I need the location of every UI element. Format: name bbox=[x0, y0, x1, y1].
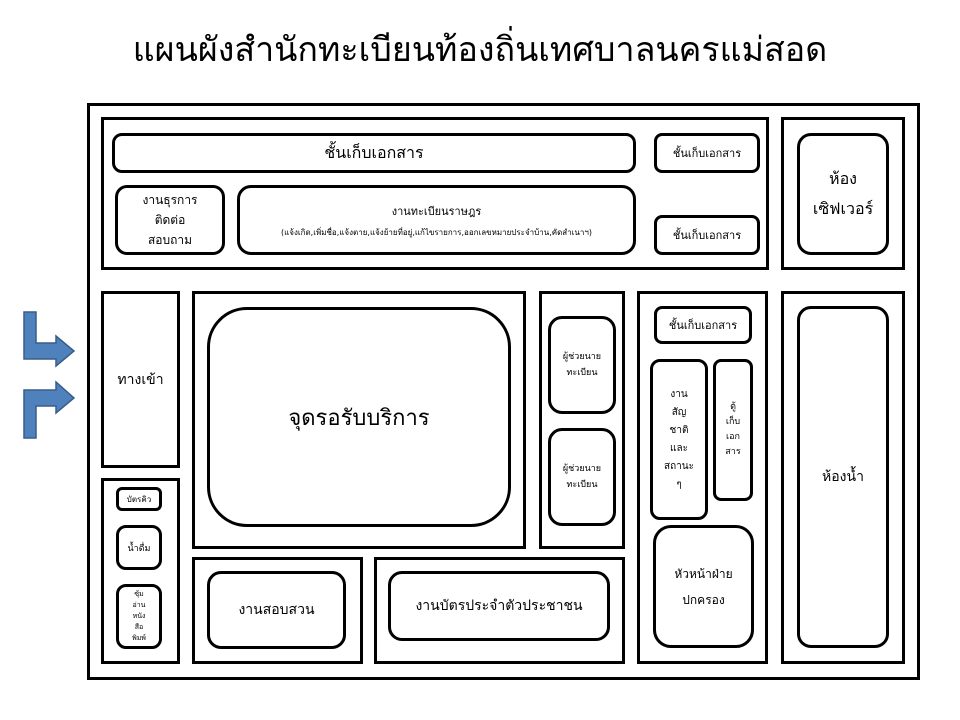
entrance: ทางเข้า bbox=[101, 291, 180, 468]
head-admin-line-2: ปกครอง bbox=[682, 592, 725, 607]
nationality-line-4: และ bbox=[670, 442, 688, 454]
restroom: ห้องน้ำ bbox=[797, 306, 889, 648]
storage-shelf-main: ชั้นเก็บเอกสาร bbox=[112, 133, 636, 173]
newspaper-line-4: สือ bbox=[134, 623, 144, 631]
server-room-line-2: เซิฟเวอร์ bbox=[812, 199, 874, 218]
nationality-line-1: งาน bbox=[670, 388, 688, 400]
restroom-section bbox=[781, 291, 905, 664]
file-cabinet-line-1: ตู้ bbox=[730, 402, 736, 412]
general-affairs-line-3: สอบถาม bbox=[147, 233, 193, 247]
arrow-right-icon bbox=[23, 311, 76, 368]
head-of-administration: หัวหน้าฝ่าย ปกครอง bbox=[653, 525, 754, 648]
assistant-2-line-1: ผู้ช่วยนาย bbox=[562, 464, 602, 474]
admin-section bbox=[637, 291, 768, 664]
server-room-section bbox=[781, 117, 905, 270]
newspaper-line-5: พิมพ์ bbox=[132, 634, 146, 642]
nationality-status-desk: งาน สัญ ชาติ และ สถานะ ๆ bbox=[650, 359, 708, 520]
file-cabinet: ตู้ เก็บ เอก สาร bbox=[713, 359, 753, 501]
head-admin-line-1: หัวหน้าฝ่าย bbox=[674, 566, 733, 581]
file-cabinet-line-2: เก็บ bbox=[725, 417, 741, 427]
investigation-section bbox=[192, 557, 363, 664]
newspaper-line-3: หนัง bbox=[132, 612, 146, 620]
newspaper-line-1: ซุ้ม bbox=[134, 590, 144, 598]
file-cabinet-line-3: เอก bbox=[726, 432, 740, 442]
service-area-section bbox=[192, 291, 526, 549]
building-outline bbox=[87, 103, 920, 680]
file-cabinet-line-4: สาร bbox=[725, 447, 741, 457]
service-waiting-point: จุดรอรับบริการ bbox=[207, 307, 511, 527]
server-room-line-1: ห้อง bbox=[829, 169, 857, 188]
civil-registration-title: งานทะเบียนราษฎร bbox=[391, 204, 482, 218]
storage-shelf-right-top: ชั้นเก็บเอกสาร bbox=[654, 133, 760, 173]
storage-shelf-right-bottom: ชั้นเก็บเอกสาร bbox=[654, 215, 760, 255]
nationality-line-6: ๆ bbox=[676, 478, 682, 490]
arrow-right-icon bbox=[23, 380, 76, 439]
drinking-water: น้ำดื่ม bbox=[116, 525, 162, 570]
nationality-line-2: สัญ bbox=[671, 406, 687, 418]
assistant-2-line-2: ทะเบียน bbox=[566, 480, 598, 490]
entrance-label: ทางเข้า bbox=[117, 371, 164, 388]
server-room: ห้อง เซิฟเวอร์ bbox=[797, 133, 889, 255]
assistant-1-line-2: ทะเบียน bbox=[566, 368, 598, 378]
page-title: แผนผังสำนักทะเบียนท้องถิ่นเทศบาลนครแม่สอ… bbox=[132, 30, 828, 70]
assistant-registrar-1: ผู้ช่วยนาย ทะเบียน bbox=[548, 316, 616, 414]
civil-registration-desk: งานทะเบียนราษฎร (แจ้งเกิด,เพิ่มชื่อ,แจ้ง… bbox=[237, 185, 636, 255]
nationality-line-3: ชาติ bbox=[669, 424, 689, 436]
general-affairs-line-1: งานธุรการ bbox=[142, 193, 198, 207]
assistant-1-line-1: ผู้ช่วยนาย bbox=[562, 352, 602, 362]
investigation-desk: งานสอบสวน bbox=[207, 571, 346, 649]
top-section bbox=[101, 117, 769, 270]
queue-card: บัตรคิว bbox=[116, 487, 162, 511]
amenities-section bbox=[101, 478, 180, 664]
newspaper-kiosk: ซุ้ม อ่าน หนัง สือ พิมพ์ bbox=[116, 584, 162, 649]
storage-shelf-mid: ชั้นเก็บเอกสาร bbox=[654, 306, 752, 344]
general-affairs-desk: งานธุรการ ติดต่อ สอบถาม bbox=[115, 185, 225, 255]
id-card-section bbox=[374, 557, 625, 664]
civil-registration-detail: (แจ้งเกิด,เพิ่มชื่อ,แจ้งตาย,แจ้งย้ายที่อ… bbox=[281, 227, 592, 237]
general-affairs-line-2: ติดต่อ bbox=[154, 213, 186, 227]
newspaper-line-2: อ่าน bbox=[132, 601, 146, 609]
id-card-desk: งานบัตรประจำตัวประชาชน bbox=[388, 571, 610, 641]
assistant-registrar-2: ผู้ช่วยนาย ทะเบียน bbox=[548, 428, 616, 526]
assistant-section bbox=[539, 291, 625, 549]
nationality-line-5: สถานะ bbox=[664, 460, 694, 472]
